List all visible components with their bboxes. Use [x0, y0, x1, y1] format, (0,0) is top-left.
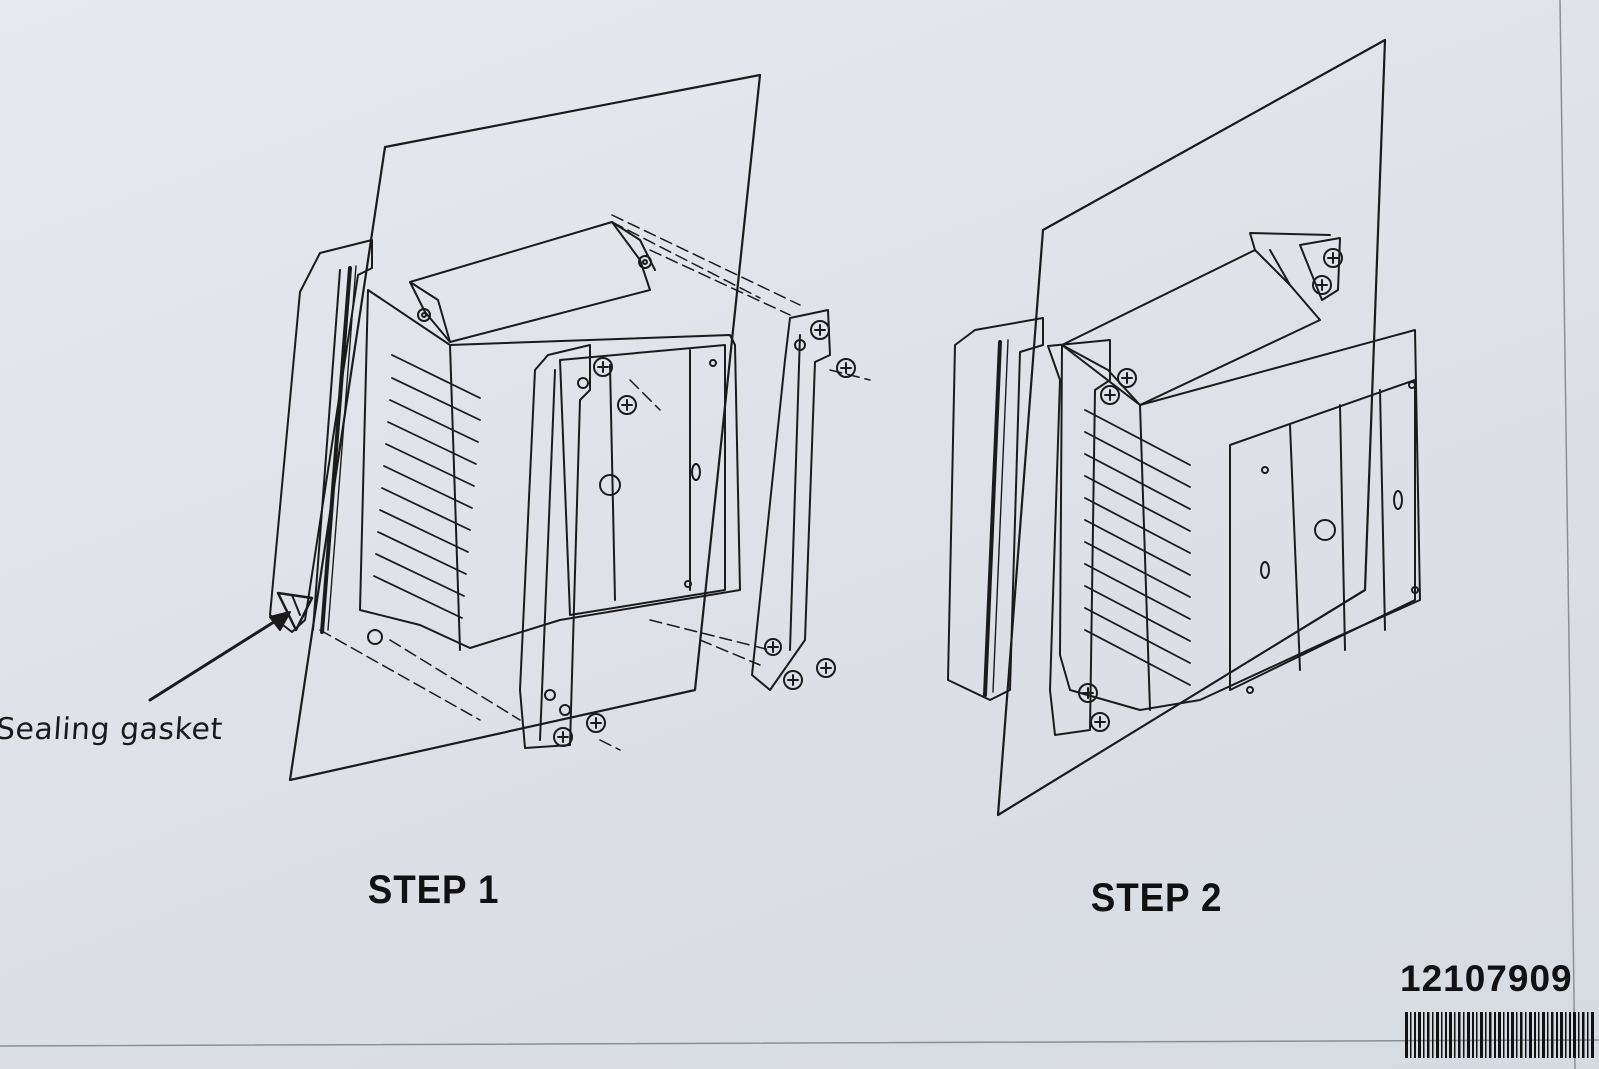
- step1-left-bracket: [519, 344, 591, 749]
- step1-hood: [409, 221, 651, 343]
- step1-screws: [367, 320, 856, 747]
- sealing-gasket-label: Sealing gasket: [0, 712, 224, 747]
- step2-cooling-fins: [1084, 409, 1191, 686]
- step1-enclosure: [359, 289, 741, 649]
- step1-panel: [288, 73, 762, 782]
- step2-enclosure: [1059, 329, 1421, 711]
- step-1-caption: STEP 1: [367, 868, 500, 912]
- step2-hood: [1061, 249, 1321, 406]
- step1-drawing: [148, 73, 871, 782]
- step2-right-bracket: [1299, 237, 1341, 301]
- step2-screws: [1078, 248, 1343, 732]
- step1-right-bracket: [751, 309, 831, 691]
- step1-cooling-fins: [373, 354, 481, 619]
- step2-drawing: [947, 38, 1421, 817]
- step2-front-bezel: [947, 317, 1044, 701]
- step2-left-bracket: [1047, 339, 1111, 736]
- barcode: [1405, 1012, 1594, 1058]
- step2-panel: [996, 38, 1387, 817]
- step1-front-bezel: [269, 239, 373, 633]
- sealing-gasket-leader: [148, 613, 287, 702]
- step1-guide-lines: [319, 214, 871, 751]
- step-2-caption: STEP 2: [1090, 876, 1223, 920]
- document-number: 12107909: [1400, 958, 1573, 999]
